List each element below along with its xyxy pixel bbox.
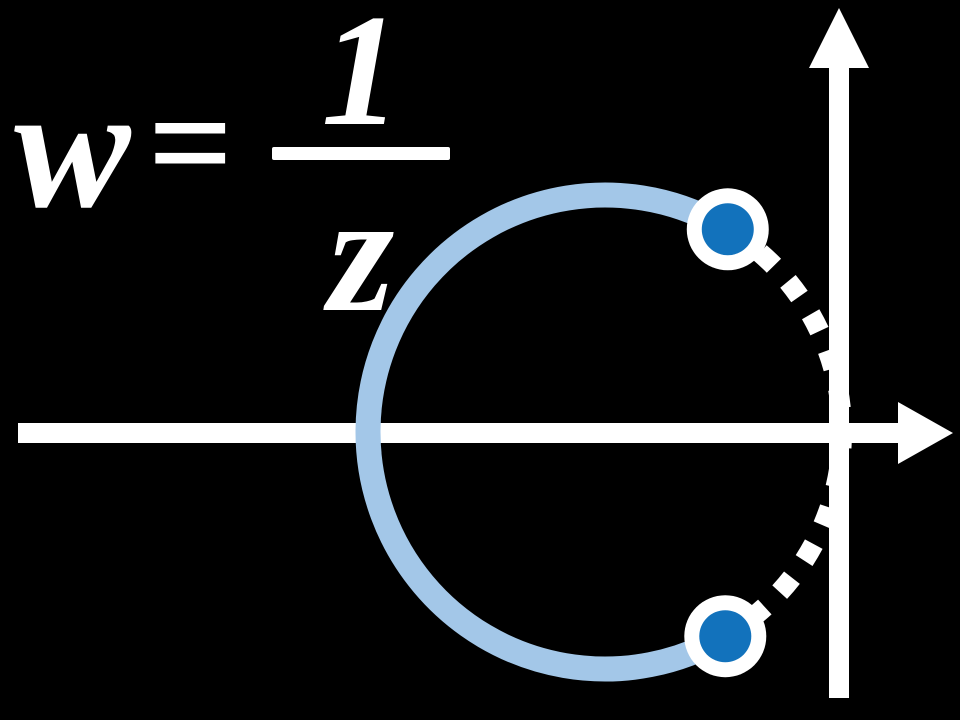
upper-point-marker [686, 188, 769, 271]
circle-solid-arc [355, 182, 735, 682]
formula-fraction: 1 z [272, 0, 451, 347]
lower-point-marker [684, 595, 767, 678]
formula-lhs: w [14, 50, 131, 244]
upper-point-dot [701, 203, 754, 256]
formula-equals-sign: = [146, 60, 233, 226]
lower-point-dot [699, 610, 752, 663]
circle-dotted-arc [720, 220, 852, 645]
fraction-numerator: 1 [321, 0, 402, 159]
fraction-bar [272, 147, 451, 160]
formula: w = 1 z [14, 0, 451, 347]
imaginary-axis-arrowhead [809, 8, 869, 68]
fraction-denominator: z [328, 159, 395, 347]
real-axis-arrowhead [898, 402, 953, 464]
